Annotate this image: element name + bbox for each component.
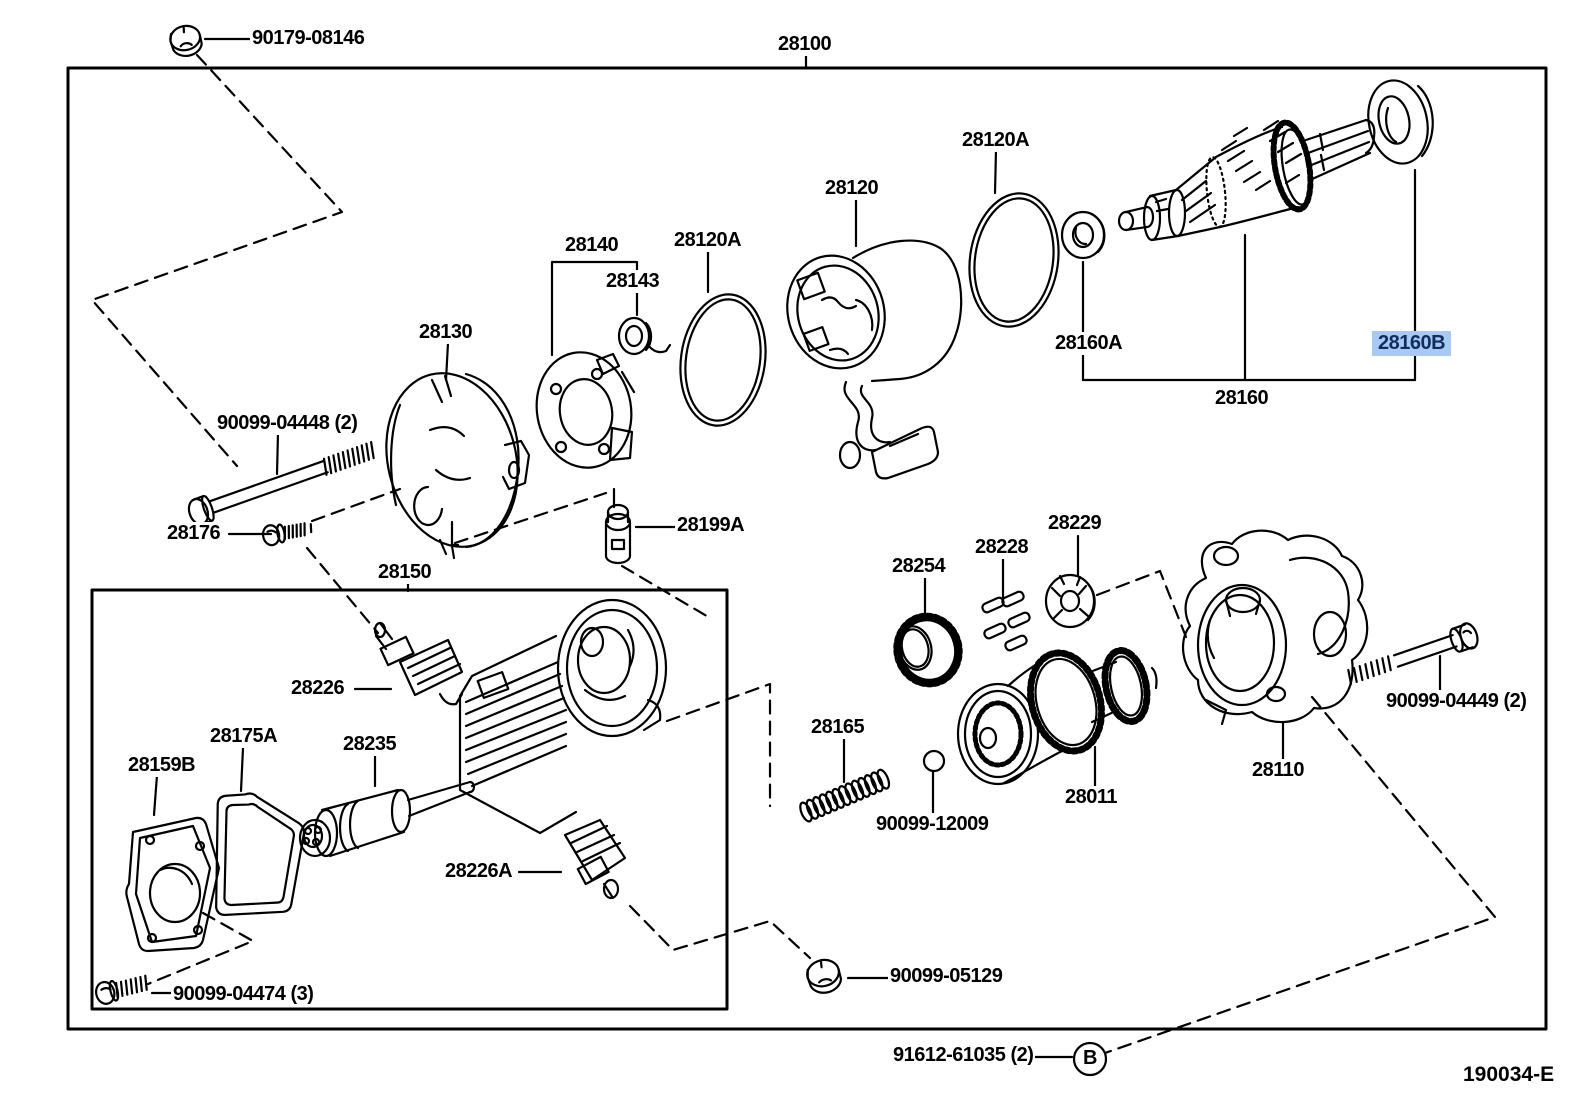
bearing-28160b-drawing	[1367, 79, 1434, 165]
label-28150[interactable]: 28150	[376, 561, 434, 584]
label-28160[interactable]: 28160	[1213, 387, 1271, 410]
view-callout-b-label[interactable]: B	[1083, 1047, 1097, 1069]
switch-28226a-drawing	[563, 818, 627, 900]
label-90099-04448[interactable]: 90099-04448 (2)	[215, 412, 360, 435]
label-28175a[interactable]: 28175A	[208, 725, 280, 748]
o-ring-28120a-left-drawing	[679, 293, 767, 427]
label-28160b-highlighted[interactable]: 28160B	[1372, 331, 1452, 356]
label-28235[interactable]: 28235	[341, 733, 399, 756]
retainer-28229-drawing	[1044, 573, 1096, 629]
label-90099-12009[interactable]: 90099-12009	[874, 813, 991, 836]
label-28254[interactable]: 28254	[890, 555, 948, 578]
label-28228[interactable]: 28228	[973, 536, 1031, 559]
label-91612-61035[interactable]: 91612-61035 (2)	[891, 1044, 1036, 1067]
brush-holder-28140-drawing	[535, 351, 636, 469]
label-28226a[interactable]: 28226A	[443, 860, 515, 883]
subassembly-28150-border	[90, 588, 729, 1011]
label-28176[interactable]: 28176	[165, 522, 223, 545]
view-callout-b-circle	[1072, 1041, 1108, 1077]
label-28165[interactable]: 28165	[809, 716, 867, 739]
o-ring-28120a-right-drawing	[968, 192, 1060, 328]
label-90179-08146[interactable]: 90179-08146	[250, 27, 367, 50]
label-90099-05129[interactable]: 90099-05129	[888, 965, 1005, 988]
armature-28160-drawing	[1117, 118, 1376, 242]
sensor-28199a-drawing	[604, 503, 632, 565]
end-frame-28130-drawing	[385, 372, 531, 560]
label-28159b[interactable]: 28159B	[126, 754, 198, 777]
nut-90099-05129-drawing	[806, 958, 843, 994]
bolt-90099-04474-drawing	[95, 974, 148, 1005]
main-assembly-border	[66, 66, 1548, 1031]
housing-28110-drawing	[1182, 529, 1369, 726]
label-28110[interactable]: 28110	[1250, 759, 1307, 782]
cover-28159b-drawing	[125, 816, 221, 953]
ball-90099-12009-drawing	[922, 749, 946, 773]
label-28160a[interactable]: 28160A	[1053, 332, 1125, 355]
label-28100[interactable]: 28100	[776, 33, 834, 56]
label-28120a-right[interactable]: 28120A	[960, 129, 1032, 152]
screw-28176-drawing	[261, 522, 313, 547]
gasket-28175a-drawing	[215, 792, 306, 916]
label-28226[interactable]: 28226	[289, 677, 347, 700]
figure-code: 190034-E	[1463, 1063, 1555, 1086]
label-28120a-left[interactable]: 28120A	[672, 229, 744, 252]
label-28199a[interactable]: 28199A	[675, 514, 747, 537]
leader-lines	[150, 37, 1442, 1059]
assembly-dashed-lines	[90, 53, 1497, 1055]
motor-housing-28150-drawing	[458, 598, 668, 835]
switch-28226-drawing	[373, 621, 464, 706]
rollers-28228-drawing	[981, 590, 1031, 652]
bearing-28160a-drawing	[1060, 210, 1106, 260]
label-90099-04474[interactable]: 90099-04474 (3)	[171, 983, 316, 1006]
label-28120[interactable]: 28120	[823, 177, 881, 200]
label-28140[interactable]: 28140	[563, 234, 621, 257]
nut-90179-drawing	[169, 24, 203, 58]
plunger-28235-drawing	[298, 780, 476, 858]
grommet-28143-drawing	[617, 316, 672, 356]
label-28229[interactable]: 28229	[1046, 512, 1104, 535]
bolt-90099-04449-drawing	[1347, 622, 1479, 685]
clutch-28011-drawing	[956, 647, 1158, 786]
gear-28254-drawing	[893, 612, 963, 688]
label-28011[interactable]: 28011	[1063, 786, 1120, 809]
solenoid-28120-drawing	[786, 239, 963, 480]
label-28143[interactable]: 28143	[604, 270, 662, 293]
bolt-90099-04448-drawing	[187, 440, 375, 526]
label-90099-04449[interactable]: 90099-04449 (2)	[1384, 690, 1529, 713]
label-28130[interactable]: 28130	[417, 321, 475, 344]
spring-28165-drawing	[799, 768, 891, 823]
